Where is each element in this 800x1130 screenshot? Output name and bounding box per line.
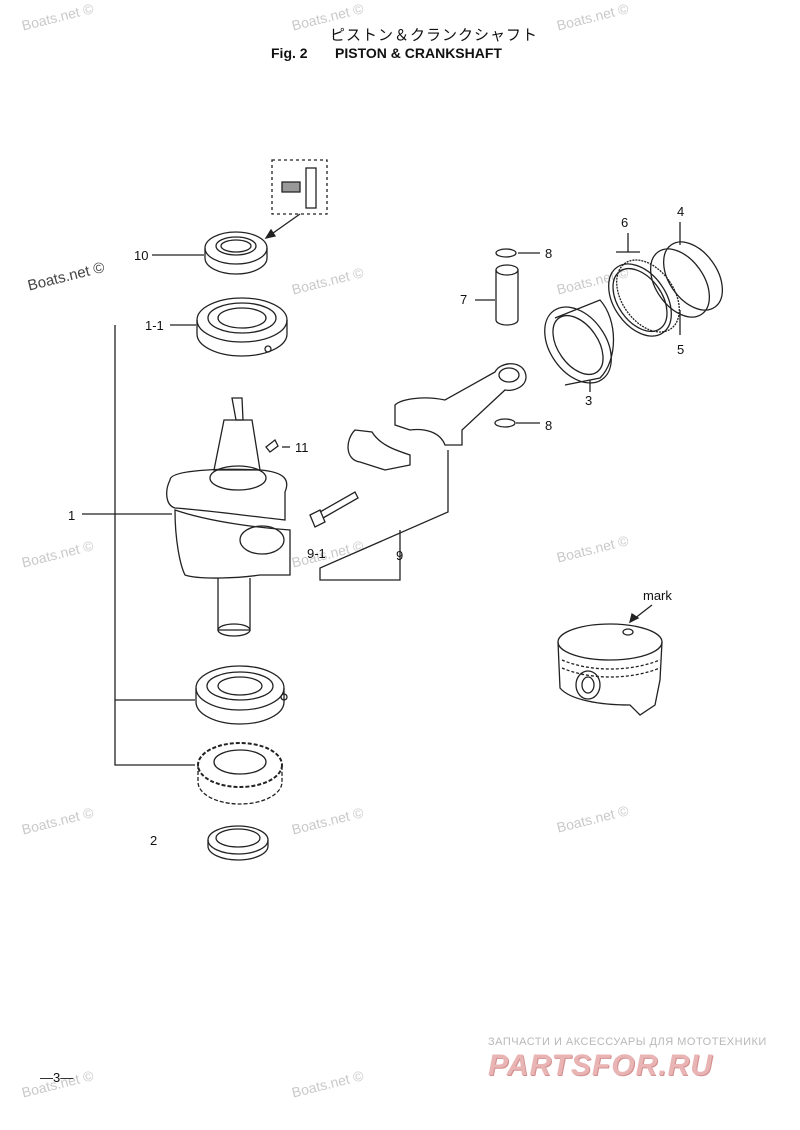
callout-11: 11 <box>295 440 309 455</box>
connecting-rod-part-9 <box>347 363 527 471</box>
callout-2: 2 <box>150 833 158 848</box>
brand-tagline: ЗАПЧАСТИ И АКСЕССУАРЫ ДЛЯ МОТОТЕХНИКИ <box>488 1036 767 1048</box>
marked-piston <box>557 623 663 716</box>
diagram-title-japanese: ピストン＆クランクシャフト <box>330 27 539 44</box>
lower-bearing <box>195 665 288 725</box>
callout-5: 5 <box>677 342 685 357</box>
part-bracket <box>114 325 195 766</box>
piston-part-3 <box>544 299 615 392</box>
callout-8: 8 <box>545 418 553 433</box>
arrow-icon <box>629 612 640 624</box>
spacer-part-2 <box>207 825 269 861</box>
oil-seal-part-10 <box>204 231 268 275</box>
upper-bearing-part-1-1 <box>196 297 288 357</box>
piston-rings-part-6 <box>608 259 680 337</box>
circlip-part-8 <box>494 418 516 428</box>
callout-mark: mark <box>643 588 672 603</box>
diagram-title: PISTON & CRANKSHAFT <box>335 45 502 61</box>
callout-1-1: 1-1 <box>145 318 164 333</box>
circlip-part-8 <box>495 248 517 258</box>
inset-detail <box>264 159 328 239</box>
callout-9: 9 <box>396 548 404 563</box>
callout-6: 6 <box>621 215 629 230</box>
callout-8: 8 <box>545 246 553 261</box>
figure-number: Fig. 2 <box>271 45 308 61</box>
callout-7: 7 <box>460 292 468 307</box>
callout-10: 10 <box>134 248 149 263</box>
callout-3: 3 <box>585 393 593 408</box>
page-number: —3— <box>40 1070 74 1085</box>
leader-line <box>616 233 640 253</box>
piston-pin-part-7 <box>495 264 519 326</box>
brand-logo: PARTSFOR.RU <box>488 1049 713 1082</box>
callout-4: 4 <box>677 204 685 219</box>
piston-rings-part-4-5 <box>649 241 724 318</box>
part-bracket <box>319 450 449 581</box>
callout-1: 1 <box>68 508 76 523</box>
crankshaft-part-1 <box>166 397 291 637</box>
crank-gear <box>197 742 283 805</box>
callout-9-1: 9-1 <box>307 546 326 561</box>
rod-bolt-part-9-1 <box>309 491 359 528</box>
